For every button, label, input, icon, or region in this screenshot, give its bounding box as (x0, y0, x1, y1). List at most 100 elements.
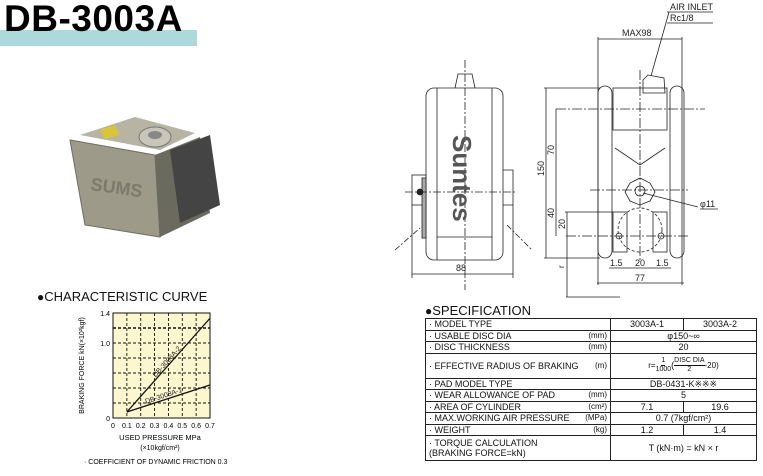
numerator: 1 (661, 357, 666, 366)
model-3003a-1: 3003A-1 (610, 318, 684, 331)
right-arm (669, 85, 685, 259)
table-row: · WEAR ALLOWANCE OF PAD(mm)5 (425, 389, 757, 402)
air-inlet-thread: Rc1/8 (670, 13, 694, 23)
table-row: · TORQUE CALCULATION(BRAKING FORCE=kN)T … (425, 435, 757, 461)
label-text: · WEIGHT (429, 424, 471, 435)
cell-value: φ150~∞ (610, 329, 757, 342)
dim-70-label: 70 (546, 145, 556, 155)
row-label: · AREA OF CYLINDER (cm²) (425, 400, 611, 413)
table-row: · MAX.WORKING AIR PRESSURE (MPa)0.7 (7kgf… (425, 412, 757, 425)
cell-value: T (kN·m) = kN × r (610, 435, 757, 461)
y-tick-label: 0 (106, 416, 110, 423)
characteristic-section-title: ●CHARACTERISTIC CURVE (37, 289, 207, 304)
x-tick-label: 0.3 (150, 423, 160, 430)
paren: ( (671, 359, 675, 370)
x-tick-label: 0.5 (177, 423, 187, 430)
hole-leader (642, 192, 699, 208)
disc-arc-right (506, 224, 533, 251)
row-label: · WEIGHT (kg) (425, 423, 611, 436)
label-text: · DISC THICKNESS (429, 342, 510, 353)
x-tick-label: 0.7 (205, 423, 215, 430)
front-view-drawing: Suntes 88 (394, 60, 533, 290)
y-tick-label: 1.4 (100, 311, 110, 318)
cell-value: 1.2 (610, 423, 684, 436)
front-left-plate (421, 177, 427, 239)
dim-20-vertical-label: 20 (557, 219, 567, 229)
table-row: · DISC THICKNESS (mm)20 (425, 341, 757, 354)
x-tick-label: 0.2 (136, 423, 146, 430)
disc-circle (617, 207, 663, 253)
disc-arc-left (394, 227, 421, 251)
unit: (MPa) (585, 413, 607, 423)
label-text: · AREA OF CYLINDER (429, 401, 522, 412)
dim-150-label: 150 (536, 161, 546, 176)
row-label: · DISC THICKNESS (mm) (425, 341, 611, 354)
label-text: · MAX.WORKING AIR PRESSURE (429, 413, 570, 424)
dim-20-gap-label: 20 (635, 258, 645, 268)
row-label: · USABLE DISC DIA (mm) (425, 329, 611, 342)
table-row: · USABLE DISC DIA (mm)φ150~∞ (425, 329, 757, 342)
unit: (m) (595, 360, 607, 370)
y-axis-label: BRAKING FORCE kN(×10²kgf) (79, 317, 86, 414)
x-tick-label: 0 (111, 423, 115, 430)
air-inlet-label: AIR INLET (670, 2, 714, 12)
left-arm (597, 85, 613, 259)
cell-value: 0.7 (7kgf/cm²) (610, 412, 757, 425)
page-title: DB-3003A (4, 0, 183, 39)
friction-note: · COEFFICIENT OF DYNAMIC FRICTION 0.3 (84, 459, 227, 466)
series-line-db-3003a-2 (126, 317, 211, 413)
label-text: · EFFECTIVE RADIUS OF BRAKING (429, 360, 579, 371)
label-text: · WEAR ALLOWANCE OF PAD (429, 390, 556, 401)
label-text: · TORQUE CALCULATION (429, 438, 538, 448)
air-fitting (642, 74, 666, 94)
title-underline-band (0, 30, 197, 46)
air-inlet-leader (650, 11, 670, 77)
cell-value: 7.1 (610, 400, 684, 413)
specification-title-text: SPECIFICATION (432, 303, 531, 318)
characteristic-title-text: CHARACTERISTIC CURVE (44, 289, 208, 304)
unit: (kg) (593, 424, 607, 434)
hole-dia-label: φ11 (700, 199, 715, 209)
product-photo: SUMS (69, 117, 220, 238)
cell-value: DB-0431-K※※※ (610, 377, 757, 390)
cell-value: 19.6 (683, 400, 757, 413)
model-3003a-2: 3003A-2 (683, 318, 757, 331)
front-logo: Suntes (447, 135, 477, 222)
series-line-db-3003a-1 (126, 384, 211, 413)
formula-suffix: -20) (704, 360, 719, 370)
x-tick-label: 0.4 (164, 423, 174, 430)
front-right-bracket (503, 169, 514, 206)
unit: (cm²) (588, 401, 607, 411)
row-label: · TORQUE CALCULATION(BRAKING FORCE=kN) (425, 435, 611, 461)
label-text-line2: (BRAKING FORCE=kN) (429, 448, 526, 458)
unit: (mm) (588, 342, 607, 352)
dim-77-label: 77 (635, 273, 645, 283)
dim-1-5-left-label: 1.5 (610, 258, 623, 268)
formula-prefix: r= (648, 360, 656, 370)
row-label: · MODEL TYPE (425, 318, 611, 331)
x-axis-label: USED PRESSURE MPa (119, 433, 202, 442)
bullet-icon: ● (425, 304, 433, 318)
max98-label: MAX98 (622, 28, 652, 38)
cell-value: 1.4 (683, 423, 757, 436)
label-text: · USABLE DISC DIA (429, 330, 512, 341)
row-label: · WEAR ALLOWANCE OF PAD (mm) (425, 389, 611, 402)
specification-section-title: ●SPECIFICATION (425, 303, 531, 318)
cell-value: 20 (610, 341, 757, 354)
unit: (mm) (588, 390, 607, 400)
denominator: 1000 (655, 366, 672, 373)
front-body-outline (425, 87, 504, 261)
row-label: · MAX.WORKING AIR PRESSURE (MPa) (425, 412, 611, 425)
x-tick-label: 0.1 (122, 423, 132, 430)
unit: (mm) (588, 330, 607, 340)
row-label: · PAD MODEL TYPE (425, 377, 611, 390)
